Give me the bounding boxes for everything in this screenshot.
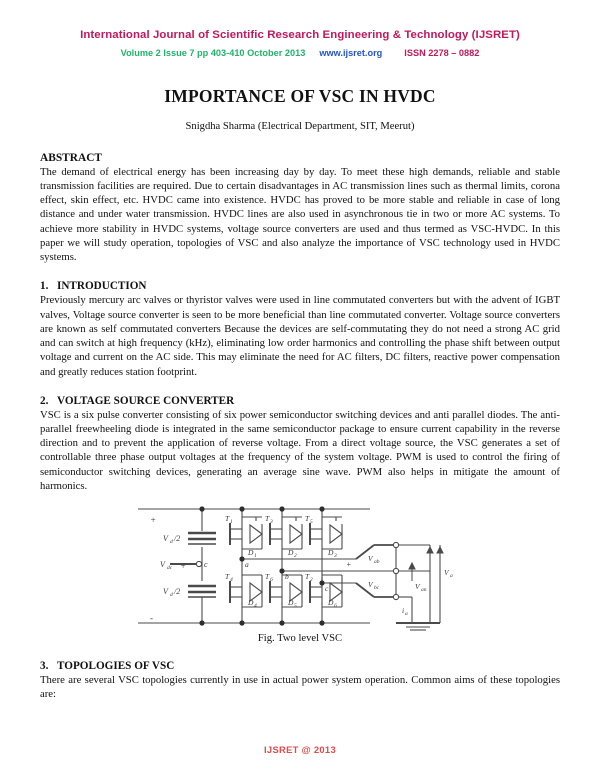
label-cap-top-sub: d xyxy=(170,539,173,545)
label-vbc-sub: bc xyxy=(374,585,380,591)
label-d1-sub: 1 xyxy=(254,553,257,559)
label-cap-top-half: /2 xyxy=(173,534,180,543)
label-va-sub: a xyxy=(450,573,453,579)
label-d4-sub: 4 xyxy=(254,602,257,609)
section-number-1: 1. xyxy=(40,280,49,293)
label-output-plus: + xyxy=(346,560,351,569)
abstract-text: The demand of electrical energy has been… xyxy=(40,165,560,264)
label-t3: T xyxy=(265,514,270,523)
label-d5-sub: 5 xyxy=(294,603,297,609)
label-t4: T xyxy=(225,572,230,581)
label-d5: D xyxy=(287,598,294,607)
label-vdc: V xyxy=(160,560,166,569)
circuit-node-dots xyxy=(199,506,325,626)
label-phase-a: a xyxy=(245,560,249,569)
section-title-1: INTRODUCTION xyxy=(57,280,147,293)
label-d4: D xyxy=(247,598,254,607)
label-t2: T xyxy=(305,572,310,581)
label-t2-sub: 2 xyxy=(310,577,313,583)
section-text-voltage-source-converter: VSC is a six pulse converter consisting … xyxy=(40,408,560,492)
figure-two-level-vsc: + - V dc + c V d /2 V d /2 T 1 T 3 T 5 T… xyxy=(40,503,560,644)
label-t1: T xyxy=(225,514,230,523)
journal-issn: ISSN 2278 – 0882 xyxy=(404,47,480,58)
label-van: V xyxy=(415,582,421,591)
label-vbc: V xyxy=(368,580,374,589)
circuit-diagram-svg: + - V dc + c V d /2 V d /2 T 1 T 3 T 5 T… xyxy=(138,506,453,631)
abstract-heading: ABSTRACT xyxy=(40,151,103,164)
section-text-introduction: Previously mercury arc valves or thyrist… xyxy=(40,294,560,378)
section-number-2: 2. xyxy=(40,394,49,407)
label-ia-sub: a xyxy=(405,611,408,617)
section-title-3: TOPOLOGIES OF VSC xyxy=(57,660,175,673)
label-dc-minus: - xyxy=(150,613,153,623)
section-heading-voltage-source-converter: 2. VOLTAGE SOURCE CONVERTER xyxy=(40,395,560,407)
label-vab: V xyxy=(368,554,374,563)
journal-website-link[interactable]: www.ijsret.org xyxy=(319,47,383,58)
label-d6: D xyxy=(327,598,334,607)
section-text-topologies-of-vsc: There are several VSC topologies current… xyxy=(40,674,560,701)
label-d2: D xyxy=(287,548,294,557)
label-d3-sub: 3 xyxy=(333,553,337,559)
circuit-arrows xyxy=(408,546,444,582)
circuit-terminals xyxy=(392,542,400,601)
label-vab-sub: ab xyxy=(374,559,380,565)
figure-caption: Fig. Two level VSC xyxy=(257,633,343,645)
label-d6-sub: 6 xyxy=(334,603,337,609)
label-t6: T xyxy=(265,572,270,581)
label-midpoint-c: c xyxy=(204,560,208,569)
label-phase-c: c xyxy=(325,584,329,593)
journal-header: International Journal of Scientific Rese… xyxy=(40,0,560,59)
label-source-plus: + xyxy=(180,561,186,571)
label-cap-top: V xyxy=(163,534,169,543)
label-d3: D xyxy=(327,548,334,557)
label-d2-sub: 2 xyxy=(294,553,297,559)
label-ia: i xyxy=(402,606,404,615)
label-dc-plus: + xyxy=(150,515,156,525)
journal-meta-line: Volume 2 Issue 7 pp 403-410 October 2013… xyxy=(40,48,560,59)
section-heading-topologies-of-vsc: 3. TOPOLOGIES OF VSC xyxy=(40,660,560,672)
label-cap-bottom-half: /2 xyxy=(173,587,180,596)
label-t6-sub: 6 xyxy=(270,577,273,583)
label-t3-sub: 3 xyxy=(269,519,273,525)
label-t1-sub: 1 xyxy=(230,519,233,525)
label-d1: D xyxy=(247,548,254,557)
section-heading-introduction: 1. INTRODUCTION xyxy=(40,280,560,292)
label-cap-bottom: V xyxy=(163,587,169,596)
label-vdc-sub: dc xyxy=(167,565,173,571)
page-title: IMPORTANCE OF VSC IN HVDC xyxy=(164,85,436,106)
author-line: Snigdha Sharma (Electrical Department, S… xyxy=(185,120,415,132)
label-van-sub: an xyxy=(421,587,427,593)
journal-title: International Journal of Scientific Rese… xyxy=(80,29,520,41)
label-t5: T xyxy=(305,514,310,523)
section-number-3: 3. xyxy=(40,660,49,673)
label-t4-sub: 4 xyxy=(230,576,233,583)
label-phase-b: b xyxy=(285,572,289,581)
journal-volume-issue: Volume 2 Issue 7 pp 403-410 October 2013 xyxy=(120,47,306,58)
label-t5-sub: 5 xyxy=(310,519,313,525)
page-footer: IJSRET @ 2013 xyxy=(264,744,336,755)
label-va: V xyxy=(444,568,450,577)
section-title-2: VOLTAGE SOURCE CONVERTER xyxy=(57,394,235,407)
label-cap-bottom-sub: d xyxy=(170,592,173,598)
